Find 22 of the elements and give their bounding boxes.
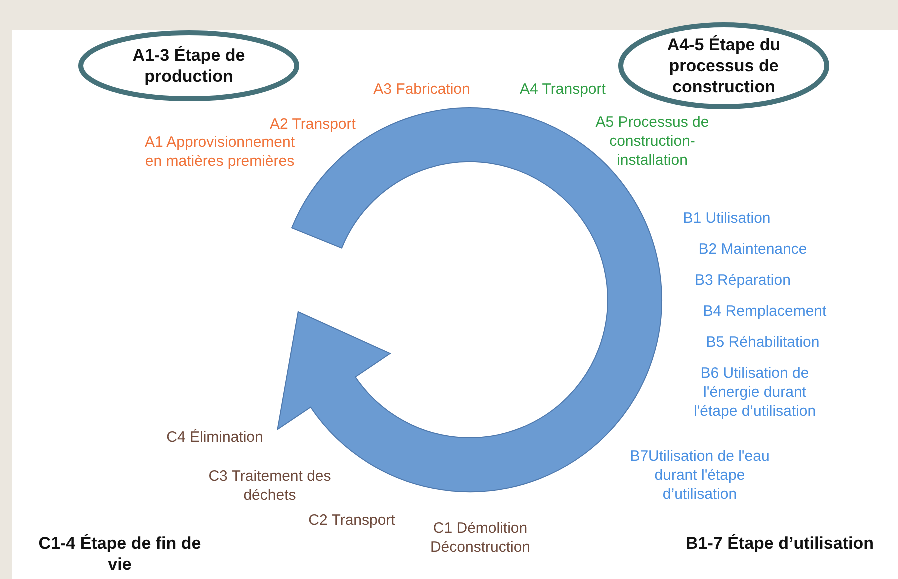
stage-heading: C1-4 Étape de fin de vie — [38, 533, 202, 575]
module-label: A4 Transport — [519, 80, 607, 99]
module-label: C3 Traitement des déchets — [208, 467, 332, 505]
module-label: C4 Élimination — [166, 428, 264, 447]
stage-heading: B1-7 Étape d’utilisation — [685, 533, 875, 554]
module-label: B2 Maintenance — [698, 240, 808, 259]
stage-title: A4-5 Étape du processus de construction — [666, 34, 782, 98]
module-label: A5 Processus de construction-installation — [594, 113, 710, 170]
module-label: A2 Transport — [269, 115, 357, 134]
module-label: C2 Transport — [308, 511, 396, 530]
module-label: A1 Approvisionnement en matières premières — [144, 133, 296, 171]
stage-title: A1-3 Étape de production — [132, 45, 246, 87]
module-label: B6 Utilisation de l'énergie durant l'étape d’utilisation — [692, 364, 818, 421]
module-label: B7Utilisation de l'eau durant l'étape d’utilisation — [629, 447, 771, 504]
module-label: B5 Réhabilitation — [705, 333, 821, 352]
module-label: A3 Fabrication — [372, 80, 472, 99]
stage-oval — [78, 30, 300, 102]
module-label: C1 Démolition Déconstruction — [429, 519, 532, 557]
stage-oval — [618, 22, 830, 110]
module-label: B3 Réparation — [694, 271, 792, 290]
module-label: B1 Utilisation — [682, 209, 772, 228]
module-label: B4 Remplacement — [702, 302, 828, 321]
